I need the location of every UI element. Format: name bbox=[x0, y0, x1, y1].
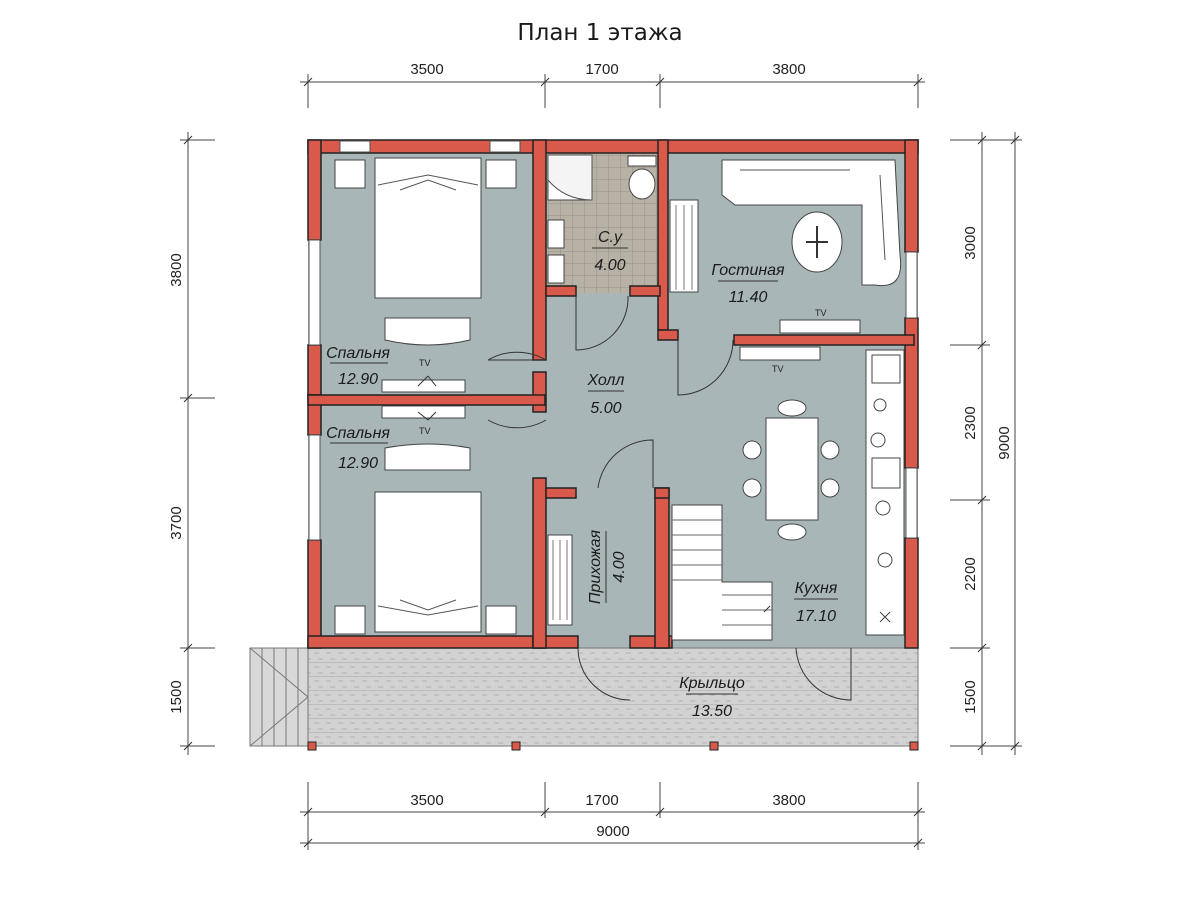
doors bbox=[487, 295, 852, 701]
porch-steps bbox=[249, 647, 309, 747]
dimension-left: 3800 3700 1500 bbox=[168, 132, 215, 755]
plan-title: План 1 этажа bbox=[517, 20, 682, 46]
tv-unit-living: TV bbox=[779, 308, 861, 334]
tv-label-1: TV bbox=[419, 358, 431, 368]
dim-right-total: 9000 bbox=[996, 426, 1013, 459]
bathroom-fixtures bbox=[547, 154, 657, 284]
bedroom-1-furniture bbox=[334, 157, 517, 346]
dining-set bbox=[742, 399, 840, 541]
room-area-bathroom: 4.00 bbox=[594, 257, 625, 274]
dim-bottom-1: 3500 bbox=[410, 792, 443, 809]
room-name-porch: Крыльцо bbox=[679, 675, 745, 692]
porch-steps-lines bbox=[249, 647, 309, 747]
room-name-bathroom: С.у bbox=[598, 229, 623, 246]
staircase bbox=[671, 504, 773, 641]
living-cabinet bbox=[669, 199, 699, 293]
room-name-bedroom-1: Спальня bbox=[326, 345, 390, 362]
room-area-living: 11.40 bbox=[729, 289, 768, 306]
tv-label-kitchen: TV bbox=[772, 364, 784, 374]
dimension-bottom: 3500 1700 3800 9000 bbox=[300, 782, 925, 850]
dim-left-2: 3700 bbox=[168, 506, 185, 539]
dimension-right: 3000 2300 2200 1500 9000 bbox=[950, 132, 1022, 755]
interior-walls bbox=[307, 139, 915, 649]
tv-unit-kitchen: TV bbox=[739, 346, 821, 374]
dim-right-3: 2200 bbox=[962, 557, 979, 590]
dimension-top: 3500 1700 3800 bbox=[300, 61, 925, 108]
room-name-bedroom-2: Спальня bbox=[326, 425, 390, 442]
dim-right-1: 3000 bbox=[962, 226, 979, 259]
room-name-hall: Холл bbox=[587, 372, 625, 389]
room-name-entry: Прихожая bbox=[587, 529, 604, 604]
windows bbox=[308, 140, 918, 541]
coffee-table bbox=[791, 211, 843, 273]
room-area-kitchen: 17.10 bbox=[796, 608, 836, 625]
room-area-entry: 4.00 bbox=[611, 551, 628, 582]
dim-left-1: 3800 bbox=[168, 253, 185, 286]
porch-posts bbox=[307, 741, 919, 751]
room-area-hall: 5.00 bbox=[590, 400, 621, 417]
dim-bottom-3: 3800 bbox=[772, 792, 805, 809]
room-area-porch: 13.50 bbox=[692, 703, 732, 720]
entry-wardrobe bbox=[547, 534, 573, 626]
sofa bbox=[721, 159, 902, 287]
tv-unit-bedroom-2: TV bbox=[381, 405, 466, 436]
tv-label-2: TV bbox=[419, 426, 431, 436]
dim-top-3: 3800 bbox=[772, 61, 805, 78]
tv-unit-bedroom-1: TV bbox=[381, 358, 466, 393]
dim-top-2: 1700 bbox=[585, 61, 618, 78]
room-area-bedroom-2: 12.90 bbox=[338, 455, 378, 472]
room-name-kitchen: Кухня bbox=[795, 580, 838, 597]
dim-bottom-2: 1700 bbox=[585, 792, 618, 809]
dim-left-3: 1500 bbox=[168, 680, 185, 713]
dim-right-4: 1500 bbox=[962, 680, 979, 713]
dim-right-2: 2300 bbox=[962, 406, 979, 439]
dim-bottom-total: 9000 bbox=[596, 823, 629, 840]
room-labels: Спальня 12.90 Спальня 12.90 С.у 4.00 Гос… bbox=[326, 229, 838, 720]
room-area-bedroom-1: 12.90 bbox=[338, 371, 378, 388]
kitchen-counter bbox=[865, 349, 905, 636]
tv-label-living: TV bbox=[815, 308, 827, 318]
bedroom-2-furniture bbox=[334, 443, 517, 635]
room-name-living: Гостиная bbox=[711, 262, 785, 279]
dim-top-1: 3500 bbox=[410, 61, 443, 78]
